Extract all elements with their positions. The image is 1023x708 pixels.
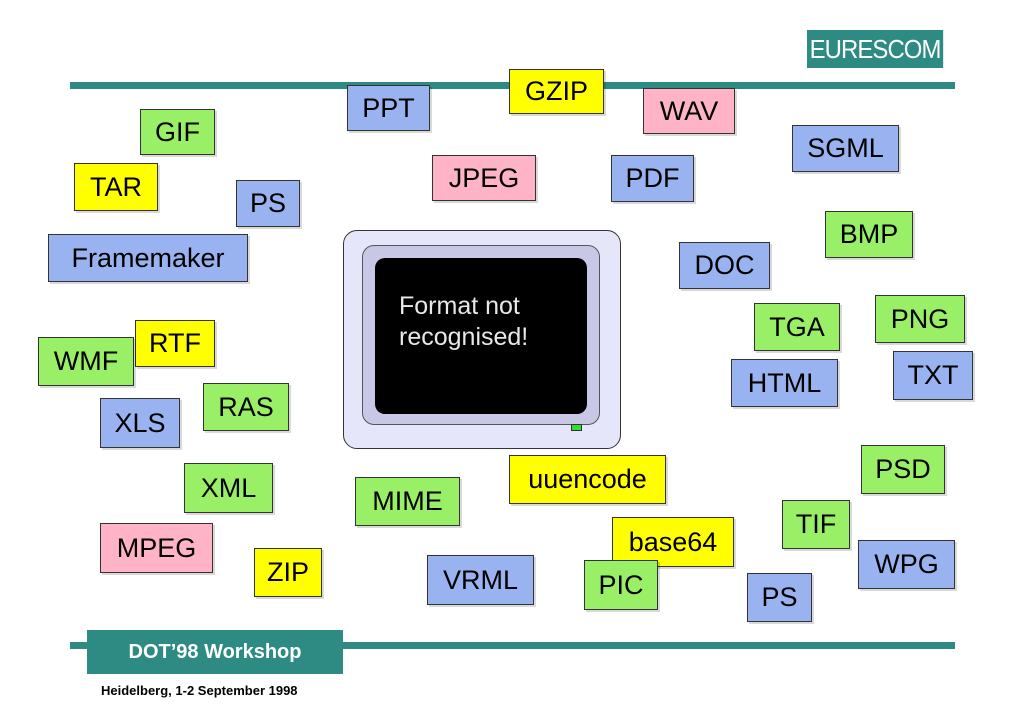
- format-uuencode: uuencode: [509, 455, 666, 504]
- format-ras: RAS: [203, 383, 289, 431]
- format-tar: TAR: [74, 163, 158, 211]
- format-mpeg: MPEG: [100, 523, 213, 573]
- format-zip: ZIP: [254, 548, 322, 597]
- format-png: PNG: [875, 295, 965, 343]
- format-ps: PS: [236, 180, 300, 227]
- format-wpg: WPG: [858, 540, 955, 589]
- format-jpeg: JPEG: [432, 155, 536, 201]
- format-tga: TGA: [754, 303, 840, 351]
- format-html: HTML: [731, 359, 838, 407]
- format-vrml: VRML: [427, 555, 534, 605]
- format-framemaker: Framemaker: [48, 234, 248, 282]
- format-wav: WAV: [643, 88, 735, 134]
- format-wmf: WMF: [38, 337, 134, 386]
- format-mime: MIME: [355, 477, 460, 526]
- format-ppt: PPT: [347, 85, 430, 131]
- format-bmp: BMP: [825, 211, 913, 258]
- monitor-screen: [375, 258, 587, 414]
- eurescom-logo: EURESCOM: [807, 30, 944, 68]
- format-psd: PSD: [861, 445, 945, 494]
- bottom-rule-right: [343, 642, 955, 649]
- format-ps-bottom: PS: [747, 573, 812, 622]
- format-xls: XLS: [100, 398, 180, 448]
- format-gif: GIF: [140, 109, 215, 155]
- power-led-icon: [571, 424, 582, 431]
- footer-text: Heidelberg, 1-2 September 1998: [101, 683, 298, 698]
- format-doc: DOC: [679, 242, 770, 289]
- workshop-tab: DOT’98 Workshop: [87, 630, 343, 674]
- format-txt: TXT: [893, 351, 973, 400]
- monitor-message-line2: recognised!: [399, 323, 529, 351]
- format-tif: TIF: [782, 500, 850, 549]
- format-xml: XML: [184, 463, 273, 513]
- format-pic: PIC: [584, 560, 658, 610]
- format-sgml: SGML: [792, 125, 899, 172]
- bottom-rule-left: [70, 642, 87, 649]
- monitor-message-line1: Format not: [399, 292, 520, 320]
- monitor-message: Format not recognised!: [399, 291, 579, 353]
- format-pdf: PDF: [611, 155, 694, 202]
- format-rtf: RTF: [135, 320, 215, 367]
- format-base64: base64: [612, 517, 734, 567]
- format-gzip: GZIP: [509, 69, 604, 114]
